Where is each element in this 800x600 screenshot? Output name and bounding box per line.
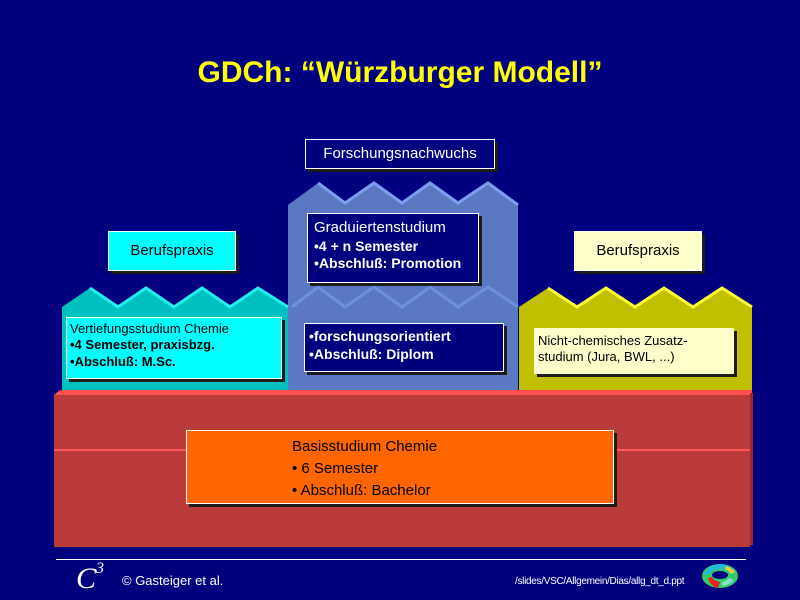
copyright-text: © Gasteiger et al.	[122, 573, 224, 588]
graduate-study-box: Graduiertenstudium •4 + n Semester •Absc…	[307, 213, 479, 283]
additional-study-line: Nicht-chemisches Zusatz-	[538, 333, 688, 348]
research-track-box: •forschungsorientiert •Abschluß: Diplom	[304, 323, 504, 372]
slide-title: GDCh: “Würzburger Modell”	[197, 56, 603, 89]
specialization-item: •4 Semester, praxisbzg.	[70, 337, 215, 353]
research-track-item: •forschungsorientiert	[309, 328, 451, 344]
torus-molecule-icon	[702, 564, 738, 588]
c3-logo: C3	[76, 560, 105, 596]
specialization-item: •Abschluß: M.Sc.	[70, 353, 176, 369]
graduate-tower-zigzag-lower	[291, 285, 519, 309]
career-practice-right-text: Berufspraxis	[596, 242, 680, 259]
career-practice-left-text: Berufspraxis	[130, 242, 214, 259]
basic-study-block-top-edge	[54, 390, 752, 395]
research-track-item: •Abschluß: Diplom	[309, 345, 434, 362]
additional-study-line: studium (Jura, BWL, ...)	[538, 349, 675, 365]
specialization-tower-zigzag	[89, 286, 289, 309]
additional-study-tower-zigzag	[547, 286, 753, 309]
basic-study-box: Basisstudium Chemie • 6 Semester • Absch…	[186, 430, 614, 504]
graduate-tower-zigzag-upper	[317, 181, 519, 207]
basic-study-block-side	[750, 393, 753, 545]
additional-study-box: Nicht-chemisches Zusatz- studium (Jura, …	[534, 328, 734, 374]
specialization-title: Vertiefungsstudium Chemie	[70, 321, 229, 336]
graduate-study-title: Graduiertenstudium	[314, 219, 446, 236]
basic-study-title: Basisstudium Chemie	[292, 438, 438, 455]
research-junior-text: Forschungsnachwuchs	[323, 145, 477, 162]
basic-study-item: • 6 Semester	[292, 459, 379, 477]
c3-logo-letter: C	[76, 562, 97, 595]
c3-logo-superscript: 3	[96, 560, 105, 577]
research-junior-label: Forschungsnachwuchs	[305, 139, 495, 169]
career-practice-left-box: Berufspraxis	[108, 231, 236, 271]
career-practice-right-box: Berufspraxis	[574, 231, 702, 271]
file-path-text: /slides/VSC/Allgemein/Dias/allg_dt_d.ppt	[515, 576, 685, 587]
footer-divider	[56, 559, 746, 560]
basic-study-item: • Abschluß: Bachelor	[292, 481, 431, 499]
graduate-study-item: •Abschluß: Promotion	[314, 255, 462, 272]
specialization-box: Vertiefungsstudium Chemie •4 Semester, p…	[66, 317, 282, 379]
graduate-study-item: •4 + n Semester	[314, 237, 419, 254]
